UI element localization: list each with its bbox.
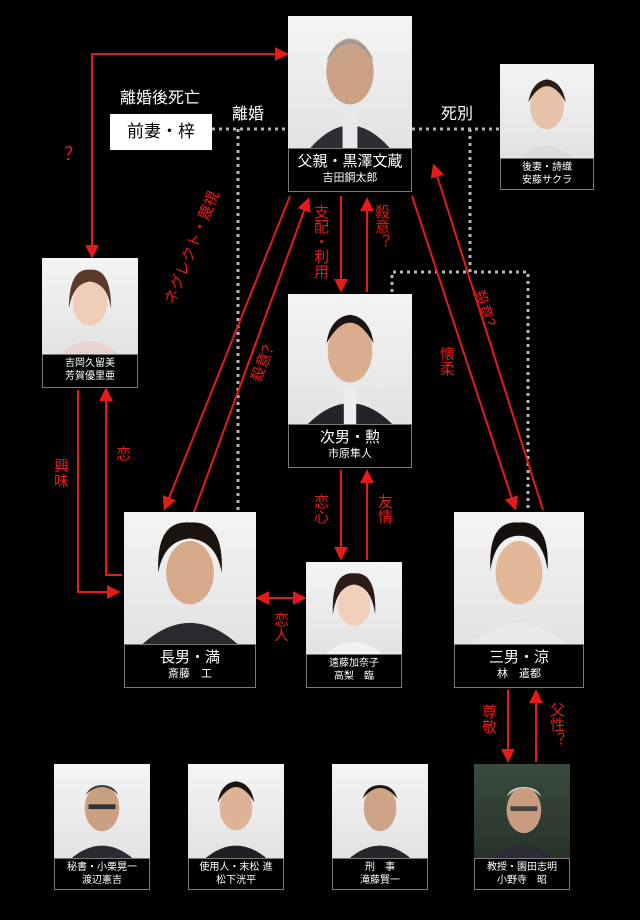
professor-portrait [474,764,570,860]
father-role: 父親・黒澤文蔵 [297,152,403,170]
professor-caption: 教授・園田志明 小野寺 昭 [474,858,570,890]
divorce-death-label: 離婚後死亡 [120,88,201,107]
arrow-kumi-to-eldest [77,390,121,599]
divorce-label: 離婚 [232,104,265,123]
eldest-son-caption: 長男・満 斎藤 工 [124,644,256,688]
fatherhood-label: 父性？ [548,702,566,747]
ex-wife-box: 前妻・梓 [110,114,212,150]
character-card-kanako: 遠藤加奈子 高梨 臨 [306,562,402,688]
third-son-caption: 三男・涼 林 遣都 [454,644,584,688]
control-use-label: 支配・利用 [312,204,330,279]
father-actor: 吉田鋼太郎 [322,171,378,184]
stepmother-portrait [500,64,594,160]
kumi-portrait [42,258,138,356]
character-card-stepmother: 後妻・詩織 安藤サクラ [500,64,594,190]
romantic-feeling-label: 恋心 [312,494,330,524]
kanako-role: 遠藤加奈子 [329,658,379,669]
friendship-label: 友情 [376,494,394,524]
character-card-detective: 刑 事 滝藤賢一 [332,764,428,890]
interest-label: 興味 [52,458,70,488]
arrow-father-to-eldest [162,195,291,511]
stepmother-role: 後妻・詩織 [522,162,572,173]
secretary-caption: 秘書・小栗晃一 渡辺憲吉 [54,858,150,890]
character-card-eldest-son: 長男・満 斎藤 工 [124,512,256,688]
character-card-professor: 教授・園田志明 小野寺 昭 [474,764,570,890]
servant-actor: 松下洸平 [216,875,256,886]
detective-caption: 刑 事 滝藤賢一 [332,858,428,890]
kumi-role: 吉岡久留美 [65,358,115,369]
stepmother-actor: 安藤サクラ [522,175,572,186]
character-card-kumi: 吉岡久留美 芳賀優里亜 [42,258,138,388]
kumi-caption: 吉岡久留美 芳賀優里亜 [42,354,138,388]
character-card-father: 父親・黒澤文蔵 吉田鋼太郎 [288,16,412,192]
kanako-actor: 高梨 臨 [334,671,374,682]
detective-actor: 滝藤賢一 [360,875,400,886]
character-card-third-son: 三男・涼 林 遣都 [454,512,584,688]
dotted-second-connector [390,270,470,292]
bereavement-label: 死別 [441,104,474,123]
affection-label: 懐柔 [438,346,456,376]
murder-intent-label-second: 殺意？ [373,204,391,249]
character-card-servant: 使用人・末松 進 松下洸平 [188,764,284,890]
second-son-actor: 市原隼人 [328,447,372,460]
third-son-actor: 林 遣都 [497,667,541,680]
kanako-portrait [306,562,402,656]
third-son-portrait [454,512,584,644]
arrow-father-to-third [411,195,519,511]
kanako-caption: 遠藤加奈子 高梨 臨 [306,654,402,688]
eldest-son-role: 長男・満 [159,648,220,666]
third-son-role: 三男・涼 [488,648,549,666]
second-son-role: 次男・勲 [319,428,380,446]
servant-role: 使用人・末松 進 [199,862,273,873]
character-card-secretary: 秘書・小栗晃一 渡辺憲吉 [54,764,150,890]
second-son-portrait [288,294,412,424]
lovers-label: 恋人 [272,612,290,642]
second-son-caption: 次男・勲 市原隼人 [288,424,412,468]
arrow-eldest-to-father [193,197,311,513]
arrow-third-to-father [430,163,544,511]
love-label: 恋 [116,445,132,463]
professor-role: 教授・園田志明 [487,862,557,873]
arrow-eldest-to-kumi [99,387,122,576]
servant-portrait [188,764,284,860]
kumi-actor: 芳賀優里亜 [65,371,115,382]
secretary-actor: 渡辺憲吉 [82,875,122,886]
dotted-stepmother-third [468,129,530,512]
father-caption: 父親・黒澤文蔵 吉田鋼太郎 [288,148,412,192]
eldest-son-portrait [124,512,256,644]
question-label: ？ [64,144,82,165]
respect-label: 尊敬 [480,704,498,734]
detective-role: 刑 事 [365,862,395,873]
detective-portrait [332,764,428,860]
secretary-portrait [54,764,150,860]
secretary-role: 秘書・小栗晃一 [67,862,137,873]
eldest-son-actor: 斎藤 工 [168,667,212,680]
professor-actor: 小野寺 昭 [497,875,547,886]
servant-caption: 使用人・末松 進 松下洸平 [188,858,284,890]
stepmother-caption: 後妻・詩織 安藤サクラ [500,158,594,190]
character-card-second-son: 次男・勲 市原隼人 [288,294,412,468]
father-portrait [288,16,412,148]
